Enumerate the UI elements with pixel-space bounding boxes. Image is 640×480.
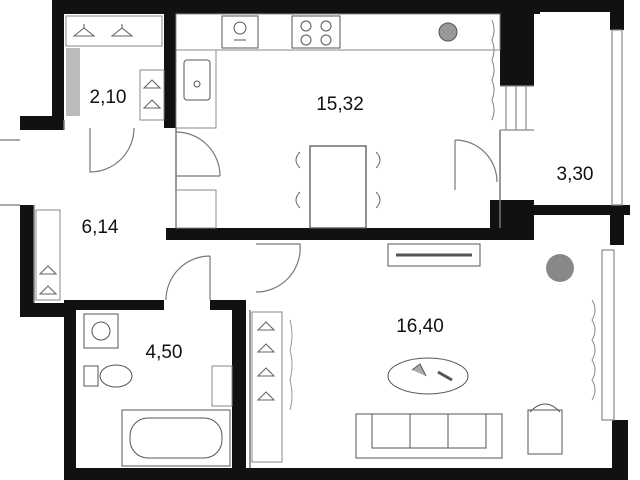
windows xyxy=(500,29,623,421)
wall-wardrobe-kitchen xyxy=(164,0,176,128)
wall-balcony-right-top xyxy=(610,0,624,30)
armchair-icon xyxy=(527,403,563,455)
door-living xyxy=(255,243,301,293)
wardrobe-room xyxy=(65,15,165,121)
area-label-kitchen: 15,32 xyxy=(316,94,364,115)
area-label-wardrobe: 2,10 xyxy=(90,87,127,108)
living-wardrobe xyxy=(251,311,283,463)
area-label-bathroom: 4,50 xyxy=(146,342,183,363)
hanger-icon xyxy=(142,79,162,109)
area-label-hall: 6,14 xyxy=(82,217,119,238)
hall-wardrobe xyxy=(35,209,61,301)
hanger-icon xyxy=(256,321,276,401)
kitchen-room: 15,32 xyxy=(175,13,501,229)
wall-balcony-top xyxy=(530,0,620,12)
living-room: 16,40 xyxy=(251,243,596,463)
wall-bathroom-top-right xyxy=(210,300,246,310)
doors xyxy=(0,127,498,301)
dining-table-icon xyxy=(309,145,367,229)
bathroom-sink xyxy=(211,365,233,407)
wall-living-bottom xyxy=(232,468,628,480)
kitchen-counter-top xyxy=(175,13,501,51)
sofa-icon xyxy=(355,413,503,459)
wall-balcony-corner xyxy=(490,200,534,240)
hall-room: 6,14 xyxy=(35,209,119,301)
washing-machine-icon xyxy=(83,313,119,349)
wall-balcony-bottom xyxy=(530,205,630,215)
wall-hall-bottom-left xyxy=(20,303,70,317)
wall-bathroom-bottom xyxy=(64,468,244,480)
bathroom-room: 4,50 xyxy=(83,313,233,467)
sink-icon xyxy=(183,59,211,101)
stove-icon xyxy=(291,15,341,49)
wall-bathroom-top-left xyxy=(64,300,164,310)
tv-stand-icon xyxy=(387,243,481,267)
door-kitchen xyxy=(175,131,221,177)
curtain-icon xyxy=(491,19,495,121)
wall-wardrobe-left xyxy=(52,0,64,120)
wall-living-right-top xyxy=(610,205,624,245)
area-label-balcony: 3,30 xyxy=(557,164,594,185)
door-bathroom xyxy=(165,255,211,301)
bathtub-icon xyxy=(121,409,231,467)
wall-kitchen-living xyxy=(166,228,502,240)
curtain-icon xyxy=(289,319,293,411)
plant-icon xyxy=(546,254,574,282)
wall-hall-upper-left xyxy=(20,116,64,130)
hanger-icon xyxy=(72,24,134,37)
area-label-living-room: 16,40 xyxy=(396,316,444,337)
toilet-icon xyxy=(83,364,133,388)
wall-hall-left xyxy=(20,205,34,317)
wall-living-right-bottom xyxy=(612,420,628,480)
fridge-icon xyxy=(221,15,259,49)
plant-icon xyxy=(438,22,458,42)
wall-bathroom-living xyxy=(232,300,246,480)
chair-icon xyxy=(295,151,381,209)
door-wardrobe xyxy=(89,127,135,173)
window-living xyxy=(601,249,615,421)
kitchen-cabinet xyxy=(175,189,217,229)
wall-kitchen-balcony-upper xyxy=(500,0,534,86)
partitions xyxy=(33,120,501,468)
wall-bathroom-left xyxy=(64,303,76,480)
wardrobe-shelf-top xyxy=(65,15,163,47)
coffee-table-icon xyxy=(387,357,469,395)
hanger-icon xyxy=(38,265,58,295)
curtain-icon xyxy=(591,299,596,401)
kitchen-counter-left xyxy=(175,49,217,129)
door-balcony xyxy=(454,139,498,183)
walls xyxy=(20,0,630,480)
wardrobe-rail xyxy=(66,48,80,116)
window-balcony xyxy=(611,29,623,206)
wardrobe-shelf-side xyxy=(139,69,165,121)
wall-top xyxy=(52,0,540,14)
